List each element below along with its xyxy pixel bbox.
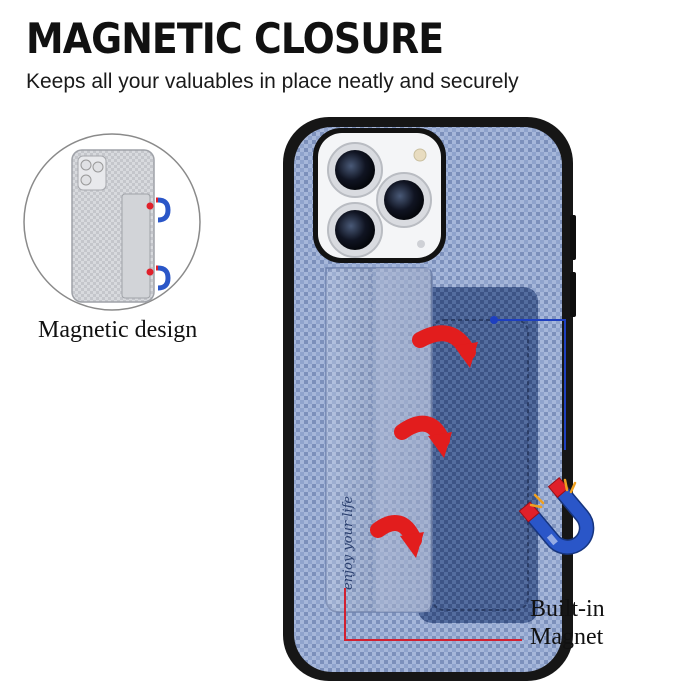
arrow-icon-middle: [394, 415, 452, 458]
arrow-icon-top: [412, 325, 478, 368]
sensor-icon: [417, 240, 425, 248]
magnet-spark-icon: [529, 478, 577, 509]
camera-lens-icon: [327, 142, 383, 198]
built-in-magnet-label-line2: Magnet: [530, 624, 604, 650]
flash-icon: [413, 148, 427, 162]
card-pocket: enjoy your life: [325, 267, 433, 613]
magnet-icon: [518, 476, 595, 555]
callout-line: [344, 316, 566, 641]
magnetic-design-label: Magnetic design: [38, 317, 198, 343]
built-in-magnet-label: Built-in: [530, 596, 605, 622]
card-slot-flap: [418, 287, 538, 623]
inset-magnet-bottom-icon: [146, 265, 171, 291]
page-subtitle: Keeps all your valuables in place neatly…: [26, 70, 519, 93]
arrow-icon-bottom: [370, 515, 424, 558]
camera-lens-icon: [327, 202, 383, 258]
magnetic-design-inset: [23, 133, 201, 311]
inset-magnet-top-icon: [146, 197, 171, 223]
page-title: MAGNETIC CLOSURE: [26, 14, 444, 63]
card-slogan: enjoy your life: [341, 496, 356, 590]
camera-module: [313, 128, 446, 263]
camera-lens-icon: [376, 172, 432, 228]
